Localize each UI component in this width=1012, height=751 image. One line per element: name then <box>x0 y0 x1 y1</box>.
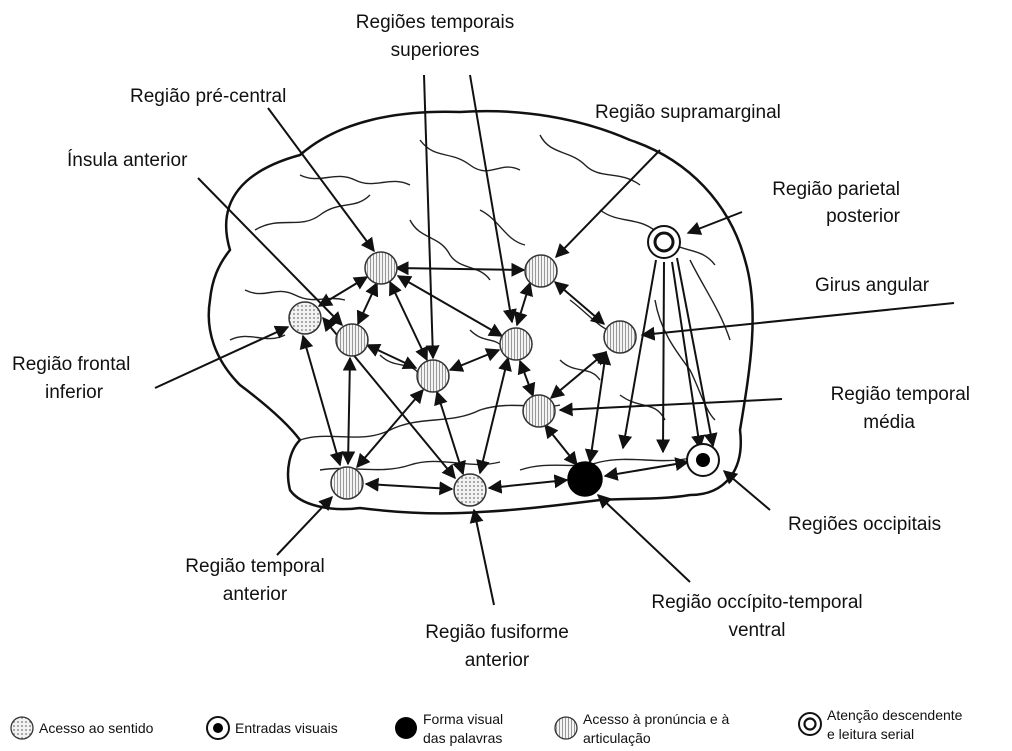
node-supramarginal <box>525 255 557 287</box>
label-fusiforme: anterior <box>465 650 530 671</box>
legend-item-entradas-visuais: Entradas visuais <box>207 717 338 739</box>
striped-circle-icon <box>555 717 577 739</box>
legend-text: Acesso à pronúncia e à <box>583 711 730 727</box>
legend-text: Entradas visuais <box>235 720 338 736</box>
node-temporal-anterior <box>331 467 363 499</box>
node-girus-angular <box>604 321 636 353</box>
connection <box>663 262 664 452</box>
leader-fusiforme <box>474 510 494 605</box>
leader-occipito <box>598 495 690 582</box>
legend-item-atencao: Atenção descendente e leitura serial <box>799 707 963 742</box>
label-pre-central: Região pré-central <box>130 86 286 107</box>
leader-occipitais <box>724 471 770 510</box>
node-central-temporal <box>417 360 449 392</box>
node-frontal-inferior <box>289 302 321 334</box>
node-occipito-temporal <box>568 462 602 496</box>
label-temporal-anterior: anterior <box>223 584 288 605</box>
label-insula: Ínsula anterior <box>67 150 188 171</box>
node-occipitais <box>687 444 719 476</box>
legend-item-acesso-pronuncia: Acesso à pronúncia e à articulação <box>555 711 730 746</box>
legend-item-acesso-sentido: Acesso ao sentido <box>11 717 154 739</box>
label-occipitais: Regiões occipitais <box>788 514 941 535</box>
label-occipito-temporal: ventral <box>728 620 785 641</box>
legend-text: articulação <box>583 730 651 746</box>
legend-text: e leitura serial <box>827 726 914 742</box>
label-temporal-anterior: Região temporal <box>185 556 324 577</box>
dotted-circle-icon <box>11 717 33 739</box>
node-pre-central <box>365 252 397 284</box>
label-temporal-superior: superiores <box>391 40 480 61</box>
label-frontal-inferior: inferior <box>45 382 104 403</box>
label-temporal-media: média <box>863 412 915 433</box>
node-fusiforme <box>454 474 486 506</box>
label-frontal-inferior: Região frontal <box>12 354 130 375</box>
label-temporal-media: Região temporal <box>831 384 970 405</box>
legend: Acesso ao sentido Entradas visuais Forma… <box>11 707 963 746</box>
legend-text: Forma visual <box>423 711 503 727</box>
node-insula <box>336 324 368 356</box>
legend-text: Atenção descendente <box>827 707 963 723</box>
label-fusiforme: Região fusiforme <box>425 622 569 643</box>
label-supramarginal: Região supramarginal <box>595 102 781 123</box>
leader-temporal-anterior <box>277 497 332 555</box>
node-temporal-media <box>523 395 555 427</box>
label-parietal-posterior: posterior <box>826 206 901 227</box>
legend-text: das palavras <box>423 730 502 746</box>
node-parietal-posterior <box>648 226 680 258</box>
node-temporal-superior <box>500 328 532 360</box>
label-girus-angular: Girus angular <box>815 275 930 296</box>
label-temporal-superior: Regiões temporais <box>356 12 514 33</box>
legend-text: Acesso ao sentido <box>39 720 154 736</box>
filled-circle-icon <box>395 717 417 739</box>
label-occipito-temporal: Região occípito-temporal <box>651 592 862 613</box>
legend-item-forma-visual: Forma visual das palavras <box>395 711 503 746</box>
label-parietal-posterior: Região parietal <box>772 179 900 200</box>
